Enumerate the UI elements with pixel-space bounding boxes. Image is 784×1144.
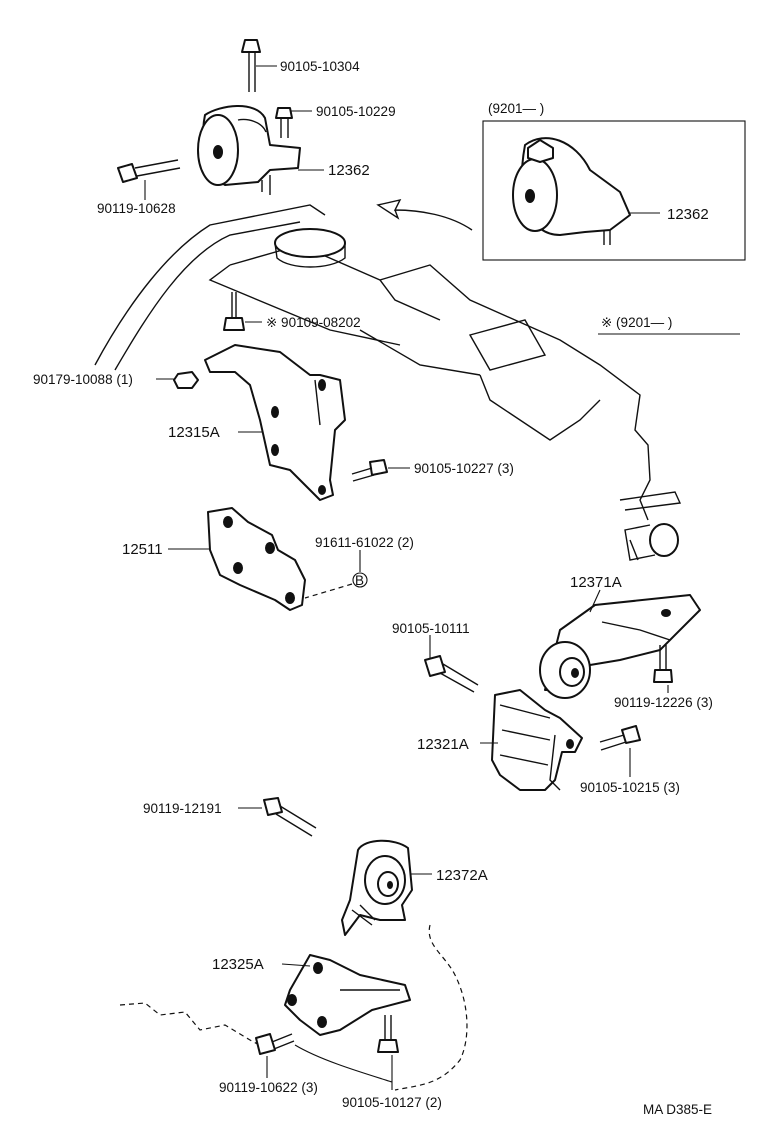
arrow-to-inset	[376, 198, 473, 231]
label-90119-12191: 90119-12191	[143, 801, 222, 816]
line-12325A-bottom	[294, 1044, 393, 1083]
label-12372A: 12372A	[436, 867, 488, 884]
leader-lines	[144, 65, 669, 1090]
stiffener-12511	[207, 507, 306, 611]
nut-90179-10088	[173, 371, 199, 389]
bracket-12325A	[284, 954, 411, 1036]
bolt-90105-10111	[424, 655, 479, 693]
inset-part-label: 12362	[667, 206, 709, 223]
dashed-connector-left	[119, 1002, 266, 1049]
label-90105-10227: 90105-10227 (3)	[414, 461, 514, 476]
mount-12372A	[341, 839, 413, 936]
label-90105-10229: 90105-10229	[316, 104, 396, 119]
label-12371A: 12371A	[570, 574, 622, 591]
bolt-90105-10127	[377, 1015, 399, 1053]
mount-12362	[197, 105, 301, 195]
label-90109-08202: ※ 90109-08202	[266, 315, 361, 330]
bolt-90119-10622	[255, 1033, 295, 1055]
bolt-90105-10215	[599, 725, 641, 751]
bolt-90119-10628	[117, 159, 181, 183]
label-12362: 12362	[328, 162, 370, 179]
bolt-90105-10227	[351, 459, 388, 482]
stud-90109-08202	[223, 292, 245, 331]
label-12325A: 12325A	[212, 956, 264, 973]
footer-code: MA D385-E	[643, 1102, 712, 1117]
label-12321A: 12321A	[417, 736, 469, 753]
marker-b-leader	[304, 583, 353, 599]
engine-body-outline	[94, 204, 682, 561]
label-90119-10628: 90119-10628	[97, 201, 176, 216]
inset-box	[482, 120, 746, 261]
label-90179-10088: 90179-10088 (1)	[33, 372, 133, 387]
label-90105-10111: 90105-10111	[392, 621, 470, 636]
dashed-connector-12372A	[394, 924, 468, 1091]
label-91611-61022: 91611-61022 (2)	[315, 535, 414, 550]
label-90105-10215: 90105-10215 (3)	[580, 780, 680, 795]
label-12511: 12511	[122, 541, 163, 558]
note-label: ※ (9201— )	[601, 315, 672, 330]
marker-b-label: B	[355, 573, 364, 588]
marker-b-circle	[352, 572, 368, 588]
label-90119-12226: 90119-12226 (3)	[614, 695, 713, 710]
bracket-12321A	[491, 689, 583, 791]
mount-12371A	[539, 594, 701, 699]
label-90105-10127: 90105-10127 (2)	[342, 1095, 442, 1110]
bolt-90119-12191	[263, 797, 317, 837]
bracket-12315A	[204, 344, 346, 501]
label-12315A: 12315A	[168, 424, 220, 441]
label-90119-10622: 90119-10622 (3)	[219, 1080, 318, 1095]
label-90105-10304: 90105-10304	[280, 59, 360, 74]
bolt-90105-10229	[275, 107, 293, 138]
inset-range-label: (9201— )	[488, 101, 544, 116]
bolt-90119-12226	[653, 645, 673, 683]
bolt-90105-10304	[241, 39, 261, 92]
